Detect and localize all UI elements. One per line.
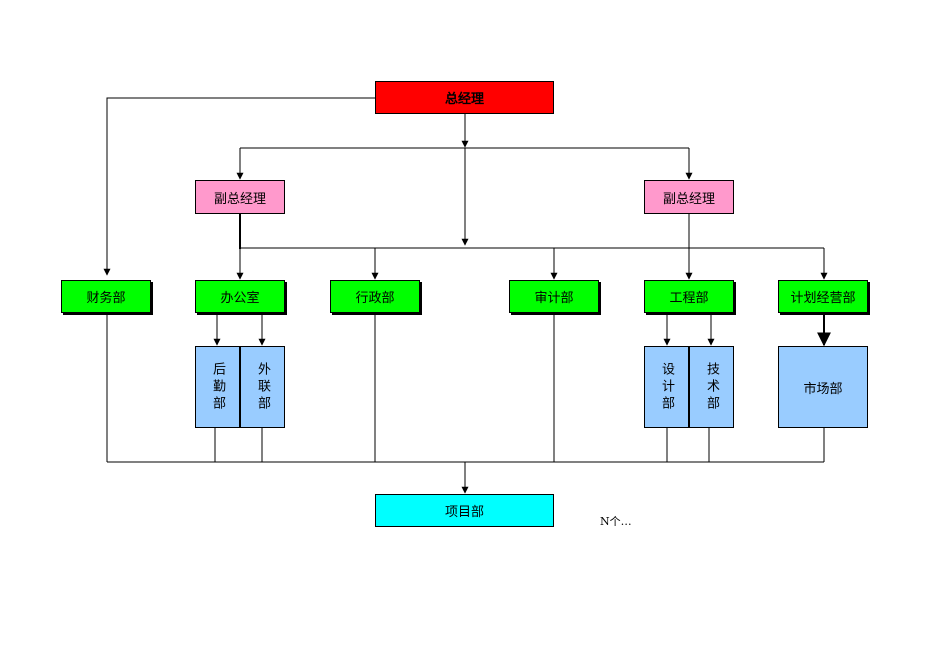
project-department-box: 项目部: [375, 494, 554, 527]
logistics-department-box: 后勤部: [195, 346, 240, 428]
technical-department-box: 技术部: [689, 346, 734, 428]
planning-department-box: 计划经营部: [778, 280, 868, 313]
office-box: 办公室: [195, 280, 285, 313]
logistics-department-label: 后勤部: [210, 361, 225, 413]
liaison-department-box: 外联部: [240, 346, 285, 428]
general-manager-box: 总经理: [375, 81, 554, 114]
liaison-department-label: 外联部: [255, 361, 270, 413]
design-department-box: 设计部: [644, 346, 689, 428]
engineering-department-box: 工程部: [644, 280, 734, 313]
technical-department-label: 技术部: [704, 361, 719, 413]
deputy-manager-right-box: 副总经理: [644, 180, 734, 214]
deputy-manager-left-box: 副总经理: [195, 180, 285, 214]
audit-department-box: 审计部: [509, 280, 599, 313]
market-department-box: 市场部: [778, 346, 868, 428]
finance-department-box: 财务部: [61, 280, 151, 313]
design-department-label: 设计部: [659, 361, 674, 413]
multiple-projects-note: N个…: [600, 515, 632, 528]
administration-department-box: 行政部: [330, 280, 420, 313]
